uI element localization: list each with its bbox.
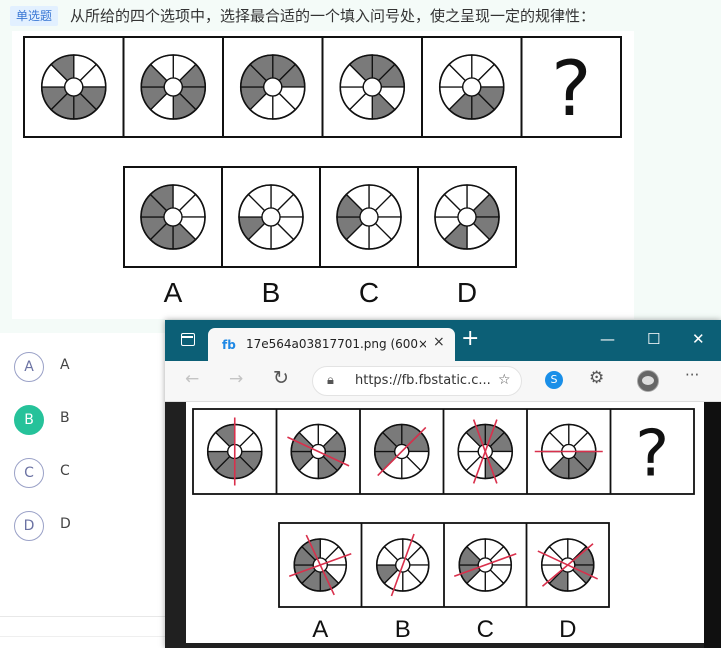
sequence-wheel [339, 54, 406, 120]
sequence-wheel [239, 54, 306, 120]
option-wheel [336, 184, 402, 250]
new-tab-button[interactable]: + [461, 326, 480, 351]
question-figure: ? A B C D [12, 31, 634, 319]
lock-icon: 🔒︎ [327, 373, 334, 388]
option-letter: C [477, 616, 494, 643]
minimize-button[interactable]: — [600, 330, 615, 348]
option-letter: B [262, 277, 281, 308]
option-a[interactable]: A A [14, 352, 134, 386]
option-b-label: B [60, 410, 70, 426]
more-menu-icon[interactable]: ··· [685, 366, 700, 384]
sequence-wheel [438, 54, 505, 120]
option-c-circle[interactable]: C [14, 458, 44, 488]
close-window-button[interactable]: ✕ [692, 330, 705, 348]
question-figure-svg: ? A B C D [23, 36, 622, 308]
extensions-icon[interactable]: ⚙ [589, 368, 605, 388]
option-wheel [238, 184, 304, 250]
window-edge [704, 402, 721, 648]
question-text: 从所给的四个选项中，选择最合适的一个填入问号处，使之呈现一定的规律性： [70, 7, 596, 25]
question-mark: ? [635, 418, 669, 492]
option-letter: D [559, 616, 576, 643]
image-viewport: ? A B C D [186, 402, 704, 643]
browser-window: fb 17e564a03817701.png (600×280) × + — ☐… [165, 320, 721, 648]
browser-tab[interactable]: fb 17e564a03817701.png (600×280) × [208, 328, 455, 361]
option-d-circle[interactable]: D [14, 511, 44, 541]
divider [0, 636, 165, 637]
tab-actions-icon[interactable] [181, 333, 195, 346]
symmetry-axis-line [453, 552, 517, 578]
tab-close-icon[interactable]: × [433, 334, 445, 350]
option-letter: A [164, 277, 183, 308]
profile-avatar[interactable] [637, 370, 659, 392]
option-letter: C [359, 277, 379, 308]
browser-toolbar: ← → ↻ 🔒︎ https://fb.fbstatic.c... ☆ S ⚙ … [165, 361, 721, 402]
symmetry-axis-line [390, 533, 415, 597]
symmetry-axis-line [472, 419, 498, 484]
maximize-button[interactable]: ☐ [647, 330, 661, 348]
refresh-icon[interactable]: ↻ [273, 367, 289, 389]
symmetry-axis-line [305, 534, 335, 596]
sequence-wheel [373, 423, 430, 480]
back-arrow-icon[interactable]: ← [185, 369, 200, 389]
option-wheel [375, 538, 430, 592]
symmetry-axis-line [287, 436, 350, 467]
option-letter: D [457, 277, 477, 308]
symmetry-axis-line [541, 543, 594, 587]
divider [0, 616, 165, 617]
address-url[interactable]: https://fb.fbstatic.c... [355, 373, 491, 388]
symmetry-axis-line [377, 426, 427, 477]
option-letter: B [395, 616, 411, 643]
tab-bar: fb 17e564a03817701.png (600×280) × + — ☐… [165, 320, 721, 361]
option-wheel [540, 538, 595, 592]
option-d[interactable]: D D [14, 511, 134, 545]
favicon-icon: fb [222, 338, 236, 352]
option-c[interactable]: C C [14, 458, 134, 492]
forward-arrow-icon[interactable]: → [229, 369, 244, 389]
sequence-wheel [457, 423, 514, 480]
option-wheel [434, 184, 500, 250]
address-bar[interactable]: 🔒︎ https://fb.fbstatic.c... ☆ [312, 366, 522, 396]
tab-title: 17e564a03817701.png (600×280) [246, 337, 426, 351]
option-b-circle[interactable]: B [14, 405, 44, 435]
add-favorite-icon[interactable]: ☆ [498, 372, 511, 388]
option-c-label: C [60, 463, 70, 479]
option-letter: A [312, 616, 328, 643]
sequence-wheel [40, 54, 107, 120]
question-panel: 单选题 从所给的四个选项中，选择最合适的一个填入问号处，使之呈现一定的规律性： … [0, 0, 721, 333]
option-a-label: A [60, 357, 70, 373]
option-a-circle[interactable]: A [14, 352, 44, 382]
question-type-tag: 单选题 [10, 6, 59, 26]
sequence-wheel [140, 54, 207, 120]
option-d-label: D [60, 516, 71, 532]
option-b[interactable]: B B [14, 405, 134, 439]
shazam-extension-icon[interactable]: S [545, 371, 563, 389]
option-wheel [293, 538, 348, 592]
image-figure-svg: ? A B C D [192, 408, 695, 643]
option-wheel [140, 184, 206, 250]
question-mark: ? [551, 44, 591, 133]
